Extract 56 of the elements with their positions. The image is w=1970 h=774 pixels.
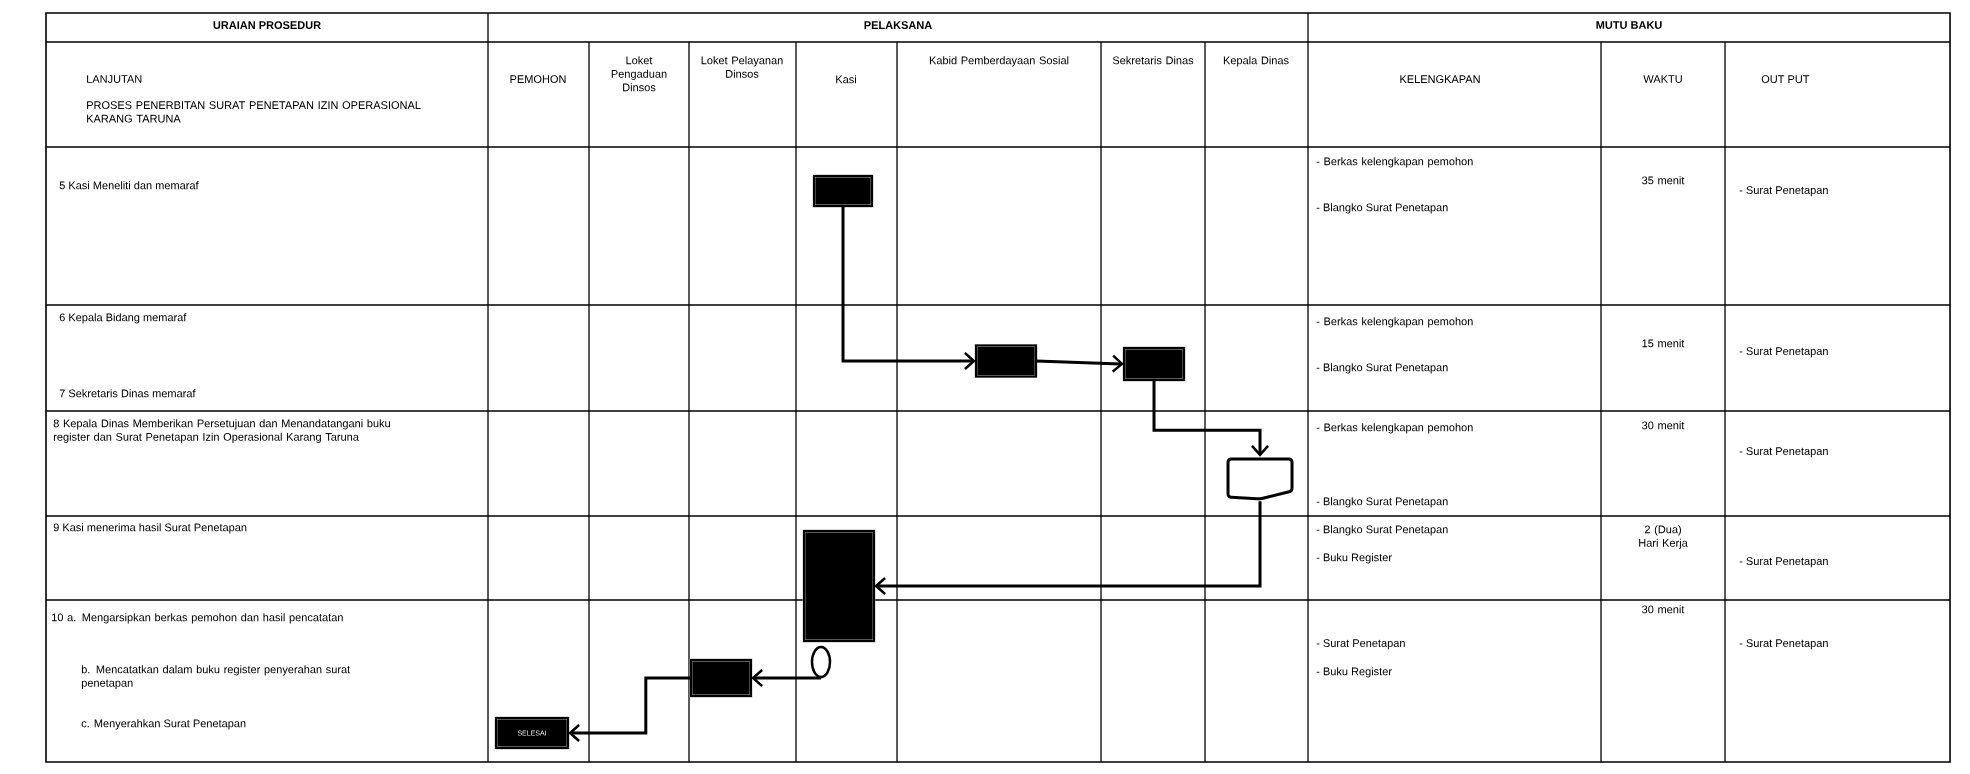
process-box bbox=[1122, 346, 1186, 382]
arrow bbox=[751, 669, 823, 687]
table-text: - Surat Penetapan bbox=[1739, 557, 1828, 568]
table-text: 6 Kepala Bidang memaraf bbox=[59, 313, 187, 324]
column-header: PELAKSANA bbox=[864, 21, 932, 29]
table-text: - Surat Penetapan bbox=[1316, 639, 1405, 650]
table-text: - Blangko Surat Penetapan bbox=[1316, 363, 1448, 374]
table-text: 2 (Dua) Hari Kerja bbox=[1639, 525, 1688, 549]
connector-oval bbox=[810, 645, 832, 679]
table-text: - Blangko Surat Penetapan bbox=[1316, 497, 1448, 508]
table-text: - Blangko Surat Penetapan bbox=[1316, 525, 1448, 536]
arrow bbox=[874, 501, 1262, 595]
arrow bbox=[568, 676, 691, 742]
table-text: 7 Sekretaris Dinas memaraf bbox=[59, 389, 196, 398]
table-text: - Buku Register bbox=[1316, 553, 1392, 564]
table-text: - Surat Penetapan bbox=[1739, 347, 1828, 358]
column-header: Sekretaris Dinas bbox=[1112, 56, 1194, 65]
column-header: Kabid Pemberdayaan Sosial bbox=[929, 56, 1069, 67]
column-header: PROSES PENERBITAN SURAT PENETAPAN IZIN OPERASIONAL KARANG TARUNA bbox=[87, 101, 421, 123]
column-header: Kepala Dinas bbox=[1223, 56, 1289, 67]
column-header: URAIAN PROSEDUR bbox=[213, 21, 321, 29]
column-header: MUTU BAKU bbox=[1596, 21, 1662, 29]
table-text: - Surat Penetapan bbox=[1739, 186, 1828, 197]
process-box bbox=[812, 174, 874, 208]
table-text: - Blangko Surat Penetapan bbox=[1316, 203, 1448, 214]
table-text: 5 Kasi Meneliti dan memaraf bbox=[59, 181, 199, 190]
table-text: - Berkas kelengkapan pemohon bbox=[1316, 157, 1473, 168]
table-text: - Berkas kelengkapan pemohon bbox=[1316, 423, 1473, 434]
column-header: PEMOHON bbox=[510, 75, 566, 83]
table-text: - Berkas kelengkapan pemohon bbox=[1316, 317, 1473, 328]
table-text: 30 menit bbox=[1642, 605, 1685, 614]
table-text: 30 menit bbox=[1642, 421, 1685, 430]
table-text: 15 menit bbox=[1642, 339, 1685, 348]
column-header: Kasi bbox=[836, 75, 856, 84]
process-box bbox=[974, 344, 1038, 378]
table-text: 10 a. Mengarsipkan berkas pemohon dan hasil pencatatan bbox=[52, 613, 343, 624]
table-text: b. Mencatatkan dalam buku register penyerahan surat penetapan bbox=[81, 665, 351, 689]
column-header: Loket Pengaduan Dinsos bbox=[611, 56, 667, 92]
column-header: KELENGKAPAN bbox=[1400, 75, 1480, 83]
arrow bbox=[1036, 354, 1124, 373]
process-box bbox=[689, 658, 753, 698]
table-text: - Surat Penetapan bbox=[1739, 447, 1828, 458]
column-header: Loket Pelayanan Dinsos bbox=[701, 56, 783, 78]
arrow bbox=[1152, 380, 1269, 457]
table-text: c. Menyerahkan Surat Penetapan bbox=[81, 719, 246, 730]
table-text: 35 menit bbox=[1642, 176, 1685, 185]
arrow bbox=[841, 206, 976, 370]
document-shape bbox=[1226, 457, 1294, 501]
table-text: 8 Kepala Dinas Memberikan Persetujuan dan Menandatangani buku register dan Surat Penetapan Izin Operasional Karang Taruna bbox=[53, 419, 390, 443]
column-header: OUT PUT bbox=[1761, 75, 1810, 83]
column-header: WAKTU bbox=[1643, 75, 1682, 83]
table-text: 9 Kasi menerima hasil Surat Penetapan bbox=[53, 523, 247, 534]
table-text: - Surat Penetapan bbox=[1739, 639, 1828, 650]
process-box bbox=[802, 529, 876, 643]
column-header: LANJUTAN bbox=[87, 75, 142, 83]
table-text: - Buku Register bbox=[1316, 667, 1392, 678]
